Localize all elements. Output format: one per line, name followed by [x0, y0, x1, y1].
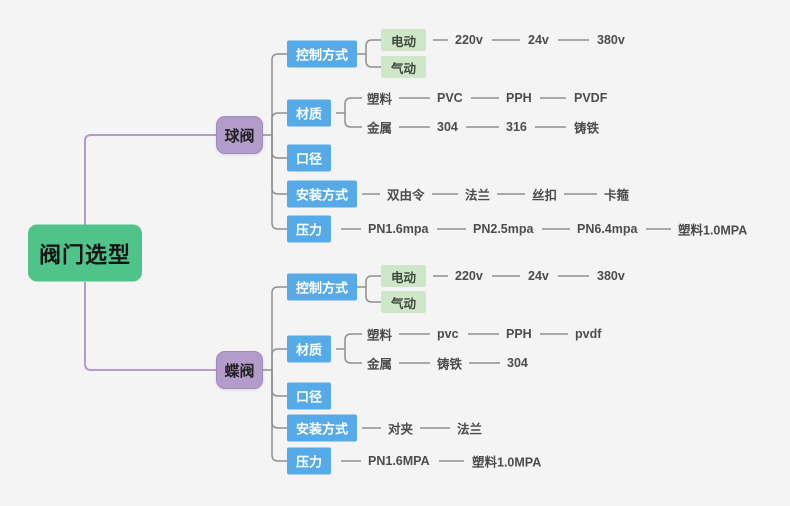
- text-node-butterfly-pn16[interactable]: PN1.6MPA: [368, 454, 430, 468]
- topic-butterfly-pressure[interactable]: 压力: [287, 447, 332, 475]
- text-node-ball-304[interactable]: 304: [437, 120, 458, 134]
- text-node-butterfly-flange[interactable]: 法兰: [457, 422, 483, 437]
- text-node-ball-pn64[interactable]: PN6.4mpa: [577, 222, 638, 236]
- text-node-ball-plastic[interactable]: 塑料: [367, 92, 393, 107]
- text-node-ball-metal[interactable]: 金属: [367, 121, 393, 136]
- text-node-ball-voltage-24v[interactable]: 24v: [528, 33, 549, 47]
- text-node-ball-plastic-pn10[interactable]: 塑料1.0MPA: [678, 223, 748, 238]
- text-node-butterfly-pvc[interactable]: pvc: [437, 327, 459, 341]
- topic-ball-install-mode[interactable]: 安装方式: [287, 180, 358, 208]
- topic-butterfly-material[interactable]: 材质: [287, 335, 332, 363]
- text-node-butterfly-cast-iron[interactable]: 铸铁: [437, 357, 463, 372]
- text-node-butterfly-voltage-220v[interactable]: 220v: [455, 269, 483, 283]
- topic-ball-control-mode[interactable]: 控制方式: [287, 40, 358, 68]
- text-node-ball-316[interactable]: 316: [506, 120, 527, 134]
- topic-ball-pressure[interactable]: 压力: [287, 215, 332, 243]
- text-node-ball-thread[interactable]: 丝扣: [532, 188, 558, 203]
- subtopic-butterfly-electric[interactable]: 电动: [381, 265, 427, 287]
- topic-butterfly-install-mode[interactable]: 安装方式: [287, 414, 358, 442]
- root-node-valve-selection[interactable]: 阀门选型: [28, 224, 142, 282]
- branch-node-ball-valve[interactable]: 球阀: [216, 116, 263, 154]
- text-node-ball-union[interactable]: 双由令: [387, 188, 425, 203]
- text-node-butterfly-pvdf[interactable]: pvdf: [575, 327, 602, 341]
- text-node-ball-voltage-380v[interactable]: 380v: [597, 33, 625, 47]
- subtopic-butterfly-pneumatic[interactable]: 气动: [381, 291, 427, 313]
- text-node-ball-pvc[interactable]: PVC: [437, 91, 463, 105]
- subtopic-ball-pneumatic[interactable]: 气动: [381, 56, 427, 78]
- text-node-ball-pn25[interactable]: PN2.5mpa: [473, 222, 534, 236]
- topic-butterfly-control-mode[interactable]: 控制方式: [287, 273, 358, 301]
- branch-node-butterfly-valve[interactable]: 蝶阀: [216, 351, 263, 389]
- subtopic-ball-electric[interactable]: 电动: [381, 29, 427, 51]
- text-node-butterfly-plastic[interactable]: 塑料: [367, 328, 393, 343]
- topic-ball-diameter[interactable]: 口径: [287, 144, 332, 172]
- text-node-ball-clamp[interactable]: 卡箍: [604, 188, 630, 203]
- text-node-ball-pn16[interactable]: PN1.6mpa: [368, 222, 429, 236]
- topic-ball-material[interactable]: 材质: [287, 99, 332, 127]
- text-node-butterfly-metal[interactable]: 金属: [367, 357, 393, 372]
- text-node-ball-pvdf[interactable]: PVDF: [574, 91, 608, 105]
- root-branch-connectors: [84, 134, 216, 371]
- topic-butterfly-diameter[interactable]: 口径: [287, 382, 332, 410]
- text-node-ball-flange[interactable]: 法兰: [465, 188, 491, 203]
- text-node-butterfly-voltage-380v[interactable]: 380v: [597, 269, 625, 283]
- text-node-butterfly-wafer[interactable]: 对夹: [388, 422, 414, 437]
- text-node-butterfly-pph[interactable]: PPH: [506, 327, 532, 341]
- text-node-butterfly-304[interactable]: 304: [507, 356, 528, 370]
- text-node-butterfly-plastic-pn10[interactable]: 塑料1.0MPA: [472, 455, 542, 470]
- text-node-ball-pph[interactable]: PPH: [506, 91, 532, 105]
- text-node-ball-voltage-220v[interactable]: 220v: [455, 33, 483, 47]
- text-node-ball-cast-iron[interactable]: 铸铁: [574, 121, 600, 136]
- text-node-butterfly-voltage-24v[interactable]: 24v: [528, 269, 549, 283]
- topic-connectors: [263, 39, 671, 462]
